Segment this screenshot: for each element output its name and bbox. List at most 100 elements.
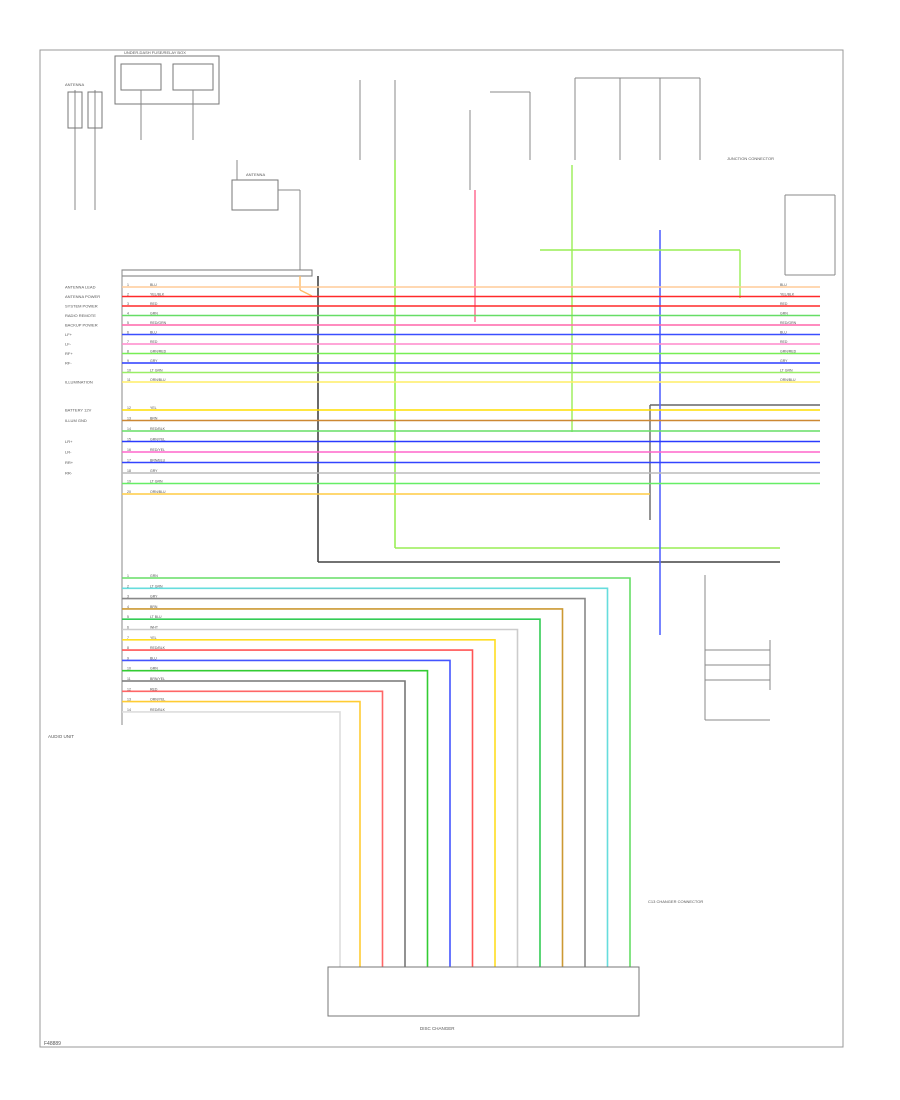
wire-color-label-right: RED/GRN	[780, 321, 797, 325]
audio-unit-label: AUDIO UNIT	[48, 734, 74, 739]
pin-name: LF+	[65, 332, 73, 337]
wire-color-label: RED	[150, 340, 158, 344]
pin-number: 20	[127, 490, 131, 494]
changer-wire-label: LT GRN	[150, 584, 163, 588]
pin-number: 15	[127, 438, 131, 442]
pin-number: 5	[127, 321, 129, 325]
wire-color-label: RED/GRN	[150, 321, 167, 325]
pin-name: ANTENNA POWER	[65, 294, 100, 299]
pin-name: RR+	[65, 460, 74, 465]
changer-wire-label: BRN	[150, 605, 158, 609]
changer-wire-label: RED	[150, 687, 158, 691]
wire-color-label-right: BLU	[780, 283, 787, 287]
changer-wire-label: BRN/YEL	[150, 677, 165, 681]
wire-color-label: YEL	[150, 406, 157, 410]
changer-wire	[122, 608, 564, 967]
changer-wire	[122, 587, 609, 967]
diagram-frame	[39, 49, 844, 1048]
pin-name: SYSTEM POWER	[65, 304, 98, 309]
wire-color-label: LT GRN	[150, 480, 163, 484]
wire-color-label-right: GRN/RED	[780, 350, 797, 354]
pin-number: 6	[127, 331, 129, 335]
wire-color-label-right: YEL/BLK	[780, 293, 795, 297]
changer-pin-number: 13	[127, 698, 131, 702]
changer-wire	[122, 577, 631, 967]
changer-pin-number: 11	[127, 677, 131, 681]
wire-color-label: BRN	[150, 417, 158, 421]
wire-color-label-right: RED	[780, 302, 788, 306]
svg-text:ANTENNA: ANTENNA	[65, 82, 84, 87]
pin-name: LF-	[65, 342, 72, 347]
changer-pin-number: 1	[127, 574, 129, 578]
pin-number: 7	[127, 340, 129, 344]
pin-name: ILLUMINATION	[65, 380, 93, 385]
changer-wire	[122, 669, 429, 967]
changer-wire	[122, 639, 496, 967]
ground-trunk	[299, 160, 820, 635]
changer-wire-label: ORN/YEL	[150, 698, 165, 702]
pin-number: 11	[127, 378, 131, 382]
changer-wire-label: RED/BLK	[150, 708, 166, 712]
pin-name: ANTENNA LEAD	[65, 285, 96, 290]
changer-wire-label: RED/BLK	[150, 646, 166, 650]
changer-pin-number: 3	[127, 595, 129, 599]
changer-wire	[122, 700, 361, 967]
wire-color-label-right: BLU	[780, 331, 787, 335]
pin-number: 3	[127, 302, 129, 306]
ground-block	[704, 575, 771, 721]
wire-color-label: BLU	[150, 331, 157, 335]
audio-unit: AUDIO UNIT	[48, 269, 313, 739]
changer-wire	[122, 690, 384, 967]
changer-wire-label: GRN	[150, 574, 158, 578]
wire-color-label: GRN/RED	[150, 350, 167, 354]
changer-pin-number: 14	[127, 708, 131, 712]
wire-color-label: GRY	[150, 359, 158, 363]
wire-color-label: RED	[150, 302, 158, 306]
changer-pin-number: 4	[127, 605, 129, 609]
pin-number: 4	[127, 312, 129, 316]
pin-name: RADIO REMOTE	[65, 313, 96, 318]
disc-changer-label: DISC CHANGER	[420, 1026, 455, 1031]
wire-color-label-right: GRY	[780, 359, 788, 363]
pin-number: 18	[127, 469, 131, 473]
wire-color-label: BRN/BLU	[150, 459, 166, 463]
changer-wire	[122, 649, 474, 967]
pin-number: 2	[127, 293, 129, 297]
wire-color-label: RED/YEL	[150, 448, 165, 452]
pin-number: 19	[127, 480, 131, 484]
wire-color-label: GRY	[150, 469, 158, 473]
wire-color-label-right: LT GRN	[780, 369, 793, 373]
changer-wire	[122, 597, 586, 967]
right-component	[784, 194, 836, 276]
pin-number: 14	[127, 427, 131, 431]
wire-color-label: BLU	[150, 283, 157, 287]
antenna-connector: ANTENNA	[231, 160, 301, 270]
changer-wire	[122, 618, 541, 967]
pin-name: RF-	[65, 361, 72, 366]
wire-color-label: ORN/BLU	[150, 378, 166, 382]
changer-pin-number: 7	[127, 636, 129, 640]
pin-number: 1	[127, 283, 129, 287]
fuse-box-label: UNDER-DASH FUSE/RELAY BOX	[124, 50, 186, 55]
wire-color-label-right: GRN	[780, 312, 788, 316]
pin-number: 12	[127, 406, 131, 410]
changer-wire	[122, 628, 519, 967]
pin-name: BACKUP POWER	[65, 323, 98, 328]
wire-color-label: GRN/YEL	[150, 438, 165, 442]
changer-wire-label: WHT	[150, 626, 159, 630]
wire-color-label: RED/BLK	[150, 427, 166, 431]
changer-wire	[122, 659, 451, 967]
pin-name: LR-	[65, 450, 72, 455]
pin-name: RF+	[65, 351, 73, 356]
pin-number: 17	[127, 459, 131, 463]
changer-wire	[122, 680, 406, 967]
wire-color-label: GRN	[150, 312, 158, 316]
pin-number: 13	[127, 417, 131, 421]
pin-number: 8	[127, 350, 129, 354]
pin-name: BATTERY 12V	[65, 408, 92, 413]
wire-color-label: ORN/BLU	[150, 490, 166, 494]
pin-name: RR-	[65, 471, 73, 476]
disc-changer: C13 CHANGER CONNECTOR DISC CHANGER	[327, 899, 703, 1031]
pin-number: 10	[127, 369, 131, 373]
